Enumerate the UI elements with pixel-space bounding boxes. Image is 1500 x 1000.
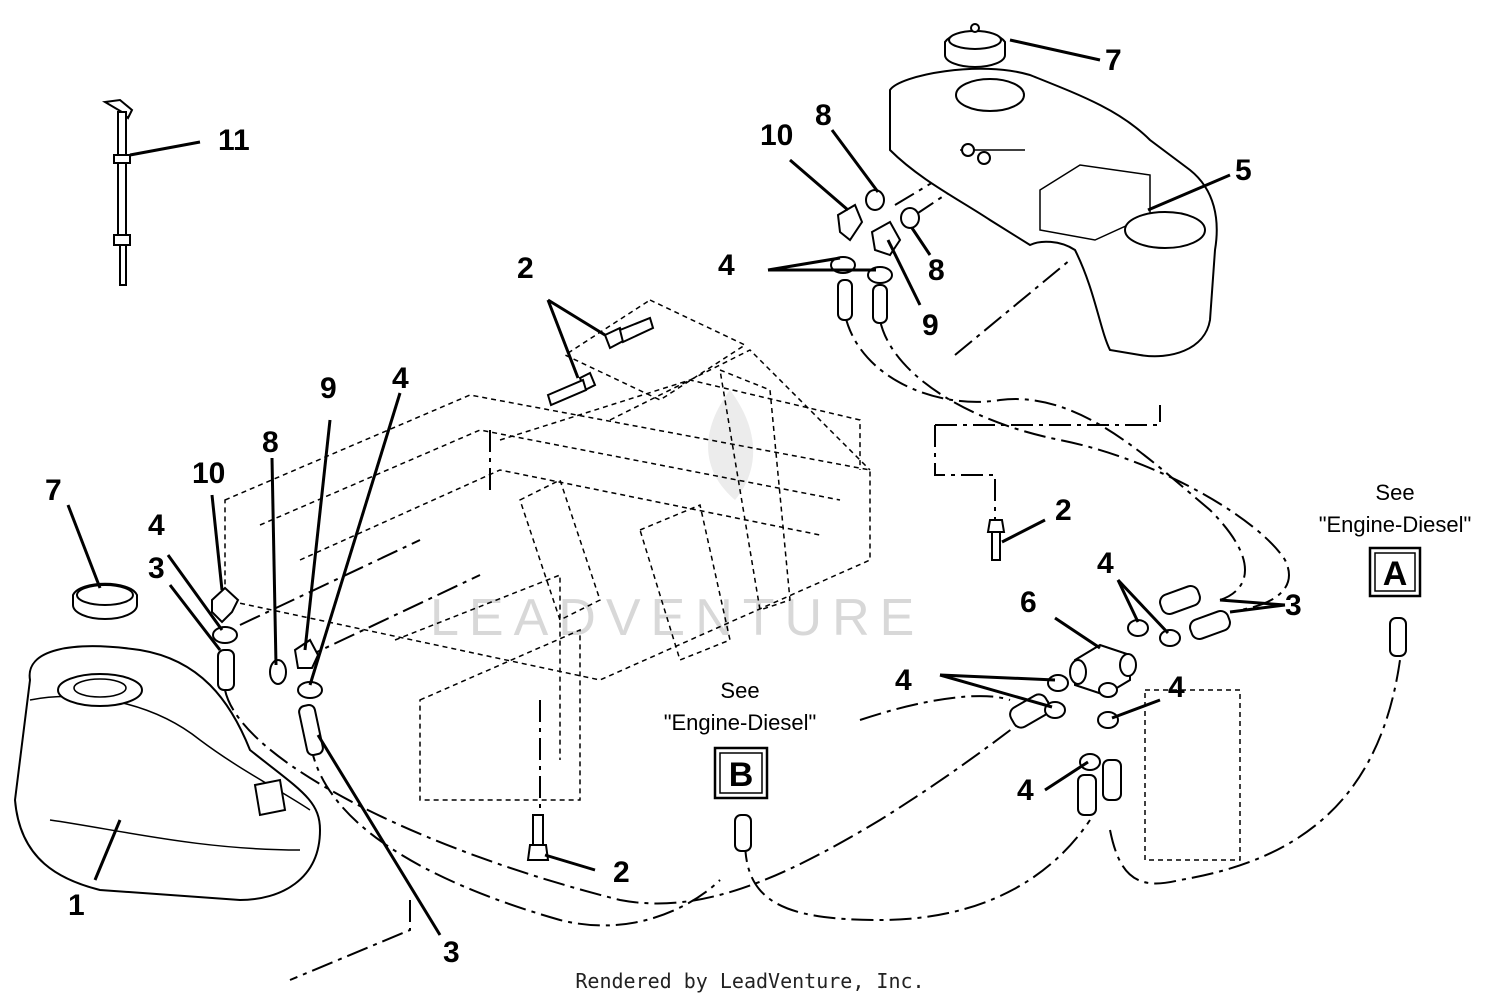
callout-2-right: 2	[1055, 494, 1072, 527]
callout-4-center: 4	[392, 362, 409, 395]
reference-b-target: "Engine-Diesel"	[664, 710, 817, 735]
reference-engine-diesel-a: See "Engine-Diesel" A	[1319, 480, 1472, 598]
hose-clamps	[212, 256, 1181, 771]
callout-2-bottom: 2	[613, 856, 630, 889]
fuel-cap-left	[72, 582, 138, 620]
reference-engine-diesel-b: See "Engine-Diesel" B	[664, 678, 817, 800]
callout-4-tee-top: 4	[1097, 547, 1114, 580]
callout-11: 11	[218, 124, 250, 157]
callout-7-right: 7	[1105, 44, 1122, 77]
callout-4-tee-bottom: 4	[1017, 774, 1034, 807]
callout-3-left: 3	[148, 552, 165, 585]
fuel-gauge-rod	[101, 98, 134, 286]
callout-1: 1	[68, 889, 85, 922]
hose-segments	[217, 279, 1407, 852]
watermark: LEADVENTURE	[430, 390, 924, 647]
leader-lines	[66, 38, 1286, 936]
fuel-cap-right	[944, 23, 1006, 68]
fuel-tank-right	[889, 67, 1218, 358]
callout-6: 6	[1020, 586, 1037, 619]
tee-fitting	[1069, 643, 1137, 698]
callout-10-right: 10	[760, 119, 793, 152]
fuel-tank-left	[13, 645, 322, 902]
callout-3-bottom: 3	[443, 936, 460, 969]
callout-10-left: 10	[192, 457, 225, 490]
reference-a-target: "Engine-Diesel"	[1319, 512, 1472, 537]
callout-8-left: 8	[262, 426, 279, 459]
callout-9-right: 9	[922, 309, 939, 342]
callout-9-left: 9	[320, 372, 337, 405]
callout-2-top: 2	[517, 252, 534, 285]
reference-b-see: See	[720, 678, 759, 703]
reference-a-letter: A	[1383, 555, 1408, 593]
callout-4-right-top: 4	[718, 249, 735, 282]
watermark-text: LEADVENTURE	[430, 589, 924, 647]
callout-5: 5	[1235, 154, 1252, 187]
callout-4-tee-right: 4	[1168, 671, 1185, 704]
reference-b-letter: B	[729, 756, 754, 794]
callout-8-right-bottom: 8	[928, 254, 945, 287]
callout-7-left: 7	[45, 474, 62, 507]
callout-4-tee-left: 4	[895, 664, 912, 697]
callout-3-right: 3	[1285, 589, 1302, 622]
bolts	[526, 316, 1006, 861]
fittings	[211, 189, 920, 685]
callout-numbers: 11 7 5 10 8 8 4 9 2 2 2 7 10 4 3 8 9 4 3…	[45, 44, 1302, 969]
reference-a-see: See	[1375, 480, 1414, 505]
footer-credit: Rendered by LeadVenture, Inc.	[575, 969, 924, 993]
fuel-hoses	[224, 159, 1401, 981]
callout-8-right-top: 8	[815, 99, 832, 132]
callout-4-left: 4	[148, 509, 165, 542]
